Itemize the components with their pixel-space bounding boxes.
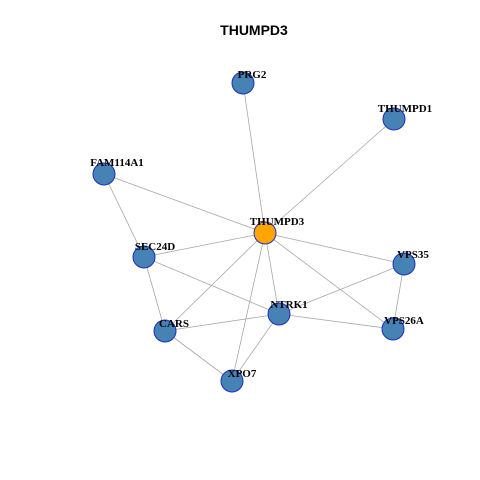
- node-vps26a[interactable]: [381, 317, 405, 341]
- node-label-ntrk1: NTRK1: [270, 299, 307, 311]
- node-ntrk1[interactable]: [267, 302, 291, 326]
- node-label-cars: CARS: [159, 318, 189, 330]
- node-label-vps26a: VPS26A: [384, 315, 424, 327]
- edge-thumpd3-cars: [164, 232, 266, 332]
- edge-cars-xpo7: [164, 330, 233, 382]
- edge-ntrk1-xpo7: [231, 313, 280, 382]
- edge-thumpd3-vps35: [264, 232, 405, 265]
- node-prg2[interactable]: [231, 71, 255, 95]
- edge-thumpd3-fam114a1: [103, 173, 266, 234]
- node-label-xpo7: XPO7: [228, 368, 257, 380]
- node-label-vps35: VPS35: [397, 249, 429, 261]
- node-label-thumpd3: THUMPD3: [250, 216, 305, 228]
- node-label-prg2: PRG2: [238, 69, 267, 81]
- edge-sec24d-ntrk1: [143, 256, 280, 315]
- node-label-fam114a1: FAM114A1: [90, 157, 144, 169]
- node-thumpd3[interactable]: [253, 221, 277, 245]
- edge-cars-ntrk1: [164, 313, 280, 332]
- node-label-sec24d: SEC24D: [135, 241, 175, 253]
- edge-thumpd3-xpo7: [231, 232, 266, 382]
- node-label-thumpd1: THUMPD1: [378, 103, 432, 115]
- edge-thumpd3-thumpd1: [264, 118, 395, 234]
- edges-layer: [103, 82, 405, 382]
- edge-ntrk1-vps26a: [278, 313, 394, 330]
- node-cars[interactable]: [153, 319, 177, 343]
- edge-thumpd3-ntrk1: [264, 232, 280, 315]
- edge-sec24d-cars: [143, 256, 166, 332]
- edge-thumpd3-vps26a: [264, 232, 394, 330]
- node-fam114a1[interactable]: [92, 162, 116, 186]
- node-xpo7[interactable]: [220, 369, 244, 393]
- node-vps35[interactable]: [392, 252, 416, 276]
- nodes-layer: [92, 71, 416, 393]
- graph-title: THUMPD3: [220, 22, 288, 38]
- edge-fam114a1-sec24d: [103, 173, 145, 258]
- edge-ntrk1-vps35: [278, 263, 405, 315]
- node-sec24d[interactable]: [132, 245, 156, 269]
- node-thumpd1[interactable]: [382, 107, 406, 131]
- edge-thumpd3-sec24d: [143, 232, 266, 258]
- edge-thumpd3-prg2: [242, 82, 266, 234]
